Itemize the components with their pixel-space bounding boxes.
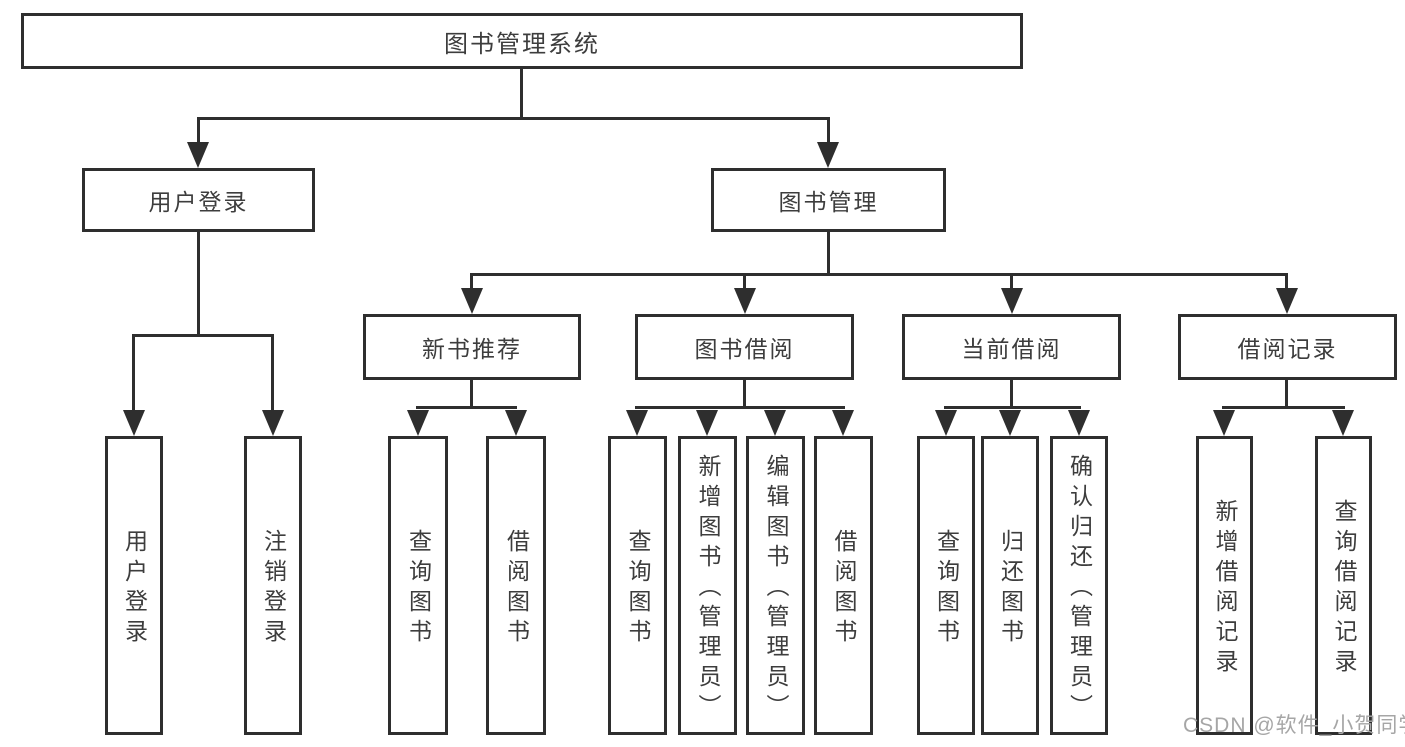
arrowhead-down-icon [461, 288, 483, 314]
connector-line [132, 334, 135, 412]
arrowhead-down-icon [832, 410, 854, 436]
node-current-borrowing: 当前借阅 [902, 314, 1121, 380]
connector-line [520, 69, 523, 117]
leaf-user-login: 用户登录 [105, 436, 163, 735]
arrowhead-down-icon [626, 410, 648, 436]
arrowhead-down-icon [262, 410, 284, 436]
leaf-return-books: 归还图书 [981, 436, 1039, 735]
arrowhead-down-icon [1213, 410, 1235, 436]
node-library-management-system: 图书管理系统 [21, 13, 1023, 69]
connector-line [416, 406, 517, 409]
connector-line [197, 117, 830, 120]
arrowhead-down-icon [187, 142, 209, 168]
connector-line [197, 232, 200, 334]
leaf-logout: 注销登录 [244, 436, 302, 735]
arrowhead-down-icon [999, 410, 1021, 436]
csdn-watermark: CSDN @软件_小贺同学 [1183, 714, 1405, 737]
connector-line [743, 380, 746, 406]
connector-line [1222, 406, 1345, 409]
arrowhead-down-icon [1068, 410, 1090, 436]
leaf-add-books-admin: 新增图书（管理员） [678, 436, 737, 735]
connector-line [197, 117, 200, 144]
connector-line [470, 380, 473, 406]
connector-line [271, 334, 274, 412]
leaf-query-books-current: 查询图书 [917, 436, 975, 735]
connector-line [1010, 273, 1013, 291]
arrowhead-down-icon [1276, 288, 1298, 314]
arrowhead-down-icon [505, 410, 527, 436]
arrowhead-down-icon [696, 410, 718, 436]
leaf-borrow-books-recommend: 借阅图书 [486, 436, 546, 735]
leaf-query-books-recommend: 查询图书 [388, 436, 448, 735]
arrowhead-down-icon [1332, 410, 1354, 436]
connector-line [470, 273, 1288, 276]
connector-line [1285, 380, 1288, 406]
connector-line [827, 232, 830, 273]
leaf-confirm-return-admin: 确认归还（管理员） [1050, 436, 1108, 735]
arrowhead-down-icon [407, 410, 429, 436]
leaf-query-books-borrowing: 查询图书 [608, 436, 667, 735]
connector-line [132, 334, 274, 337]
connector-line [1285, 273, 1288, 291]
node-book-management: 图书管理 [711, 168, 946, 232]
leaf-edit-books-admin: 编辑图书（管理员） [746, 436, 805, 735]
node-book-borrowing: 图书借阅 [635, 314, 854, 380]
leaf-borrow-books: 借阅图书 [814, 436, 873, 735]
connector-line [470, 273, 473, 291]
node-user-login: 用户登录 [82, 168, 315, 232]
node-borrowing-records: 借阅记录 [1178, 314, 1397, 380]
connector-line [827, 117, 830, 144]
node-new-book-recommendation: 新书推荐 [363, 314, 581, 380]
connector-line [743, 273, 746, 291]
arrowhead-down-icon [1001, 288, 1023, 314]
arrowhead-down-icon [123, 410, 145, 436]
arrowhead-down-icon [817, 142, 839, 168]
connector-line [1010, 380, 1013, 406]
leaf-query-borrow-record: 查询借阅记录 [1315, 436, 1372, 735]
connector-line [635, 406, 845, 409]
arrowhead-down-icon [734, 288, 756, 314]
connector-line [944, 406, 1081, 409]
leaf-add-borrow-record: 新增借阅记录 [1196, 436, 1253, 735]
arrowhead-down-icon [764, 410, 786, 436]
arrowhead-down-icon [935, 410, 957, 436]
